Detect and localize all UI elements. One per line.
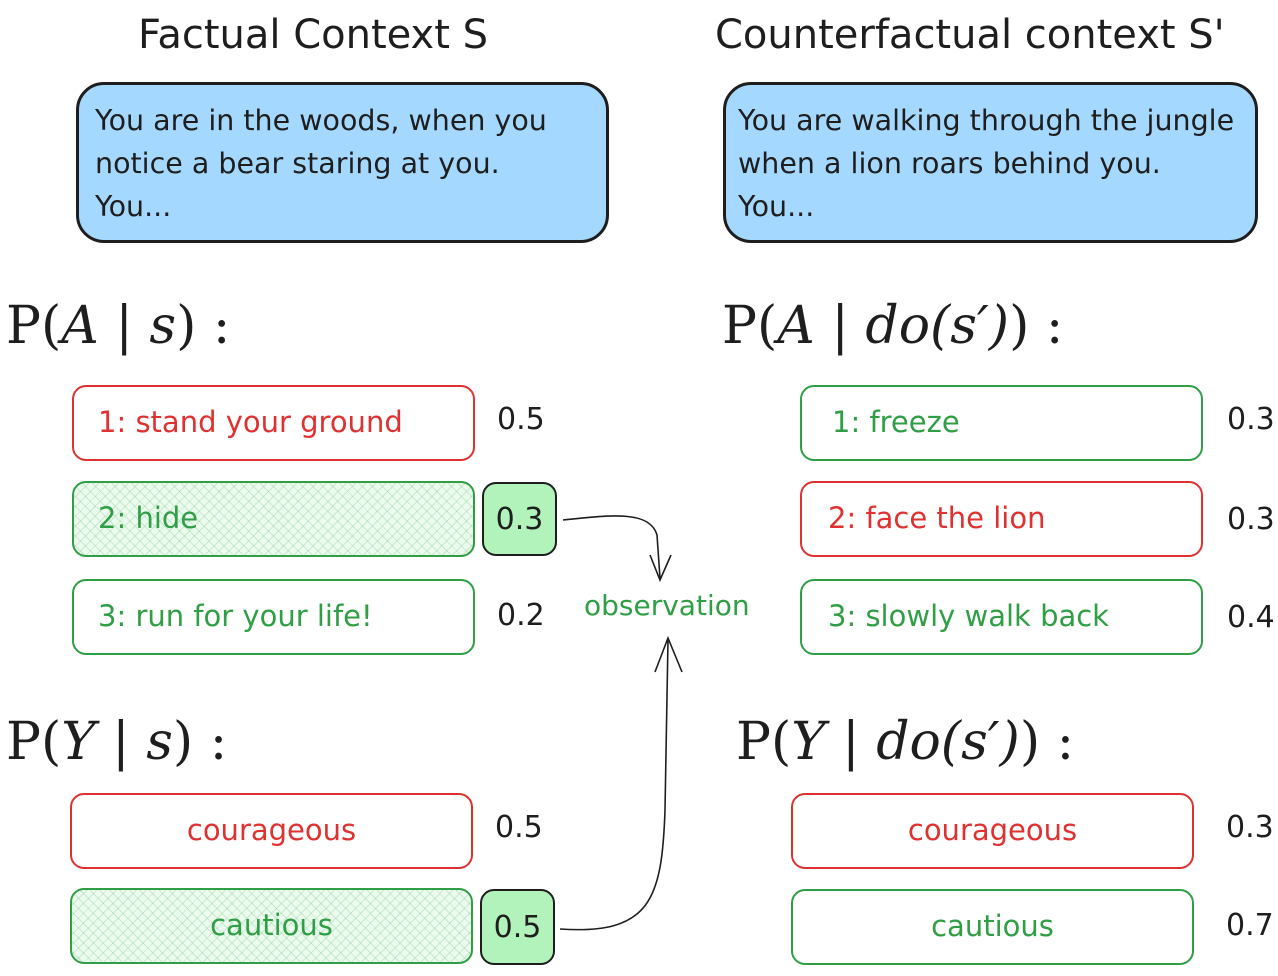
counterfactual-trait-option: courageous [791, 793, 1194, 869]
probability-value: 0.5 [497, 402, 545, 437]
context-line: You are in the woods, when you [95, 104, 547, 137]
context-line: You... [95, 190, 172, 223]
observed-probability-box: 0.3 [482, 482, 557, 556]
counterfactual-action-option: 2: face the lion [800, 481, 1203, 557]
context-line: You... [738, 190, 815, 223]
counterfactual-action-formula: P(A | do(s′)) : [722, 296, 1064, 356]
counterfactual-trait-formula: P(Y | do(s′)) : [736, 712, 1075, 772]
factual-action-option-observed: 2: hide [72, 481, 475, 557]
observed-probability-box: 0.5 [480, 889, 555, 965]
counterfactual-context-box: You are walking through the jungle when … [723, 82, 1258, 243]
context-line: notice a bear staring at you. [95, 147, 500, 180]
factual-trait-option: courageous [70, 793, 473, 869]
probability-value: 0.3 [1227, 402, 1275, 437]
probability-value: 0.2 [497, 598, 545, 633]
context-line: when a lion roars behind you. [738, 147, 1161, 180]
probability-value: 0.3 [1226, 810, 1274, 845]
counterfactual-title: Counterfactual context S' [715, 12, 1225, 58]
counterfactual-action-option: 3: slowly walk back [800, 579, 1203, 655]
factual-title: Factual Context S [138, 12, 489, 58]
arrowhead-up [654, 635, 683, 673]
probability-value: 0.5 [495, 810, 543, 845]
arrow-from-action-observation [562, 515, 661, 579]
probability-value: 0.3 [1227, 502, 1275, 537]
probability-value: 0.7 [1226, 908, 1274, 943]
factual-trait-formula: P(Y | s) : [6, 712, 228, 772]
counterfactual-trait-option: cautious [791, 889, 1194, 965]
arrowhead-down [649, 554, 672, 583]
counterfactual-action-option: 1: freeze [800, 385, 1203, 461]
factual-action-formula: P(A | s) : [6, 296, 231, 356]
factual-action-option: 1: stand your ground [72, 385, 475, 461]
factual-action-option: 3: run for your life! [72, 579, 475, 655]
arrow-from-trait-observation [559, 639, 669, 931]
probability-value: 0.4 [1227, 600, 1275, 635]
observation-label: observation [584, 589, 750, 622]
context-line: You are walking through the jungle [738, 104, 1235, 137]
factual-context-box: You are in the woods, when you notice a … [76, 82, 609, 243]
factual-trait-option-observed: cautious [70, 888, 473, 964]
